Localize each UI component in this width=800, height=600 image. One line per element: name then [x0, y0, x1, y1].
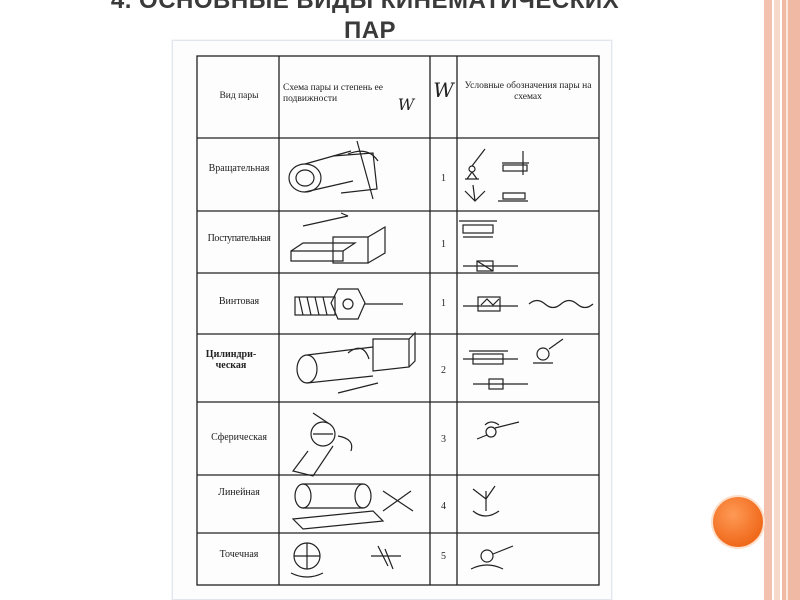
slide-title: 4. ОСНОВНЫЕ ВИДЫ КИНЕМАТИЧЕСКИХ ПАР: [0, 0, 730, 46]
scheme-drawings: [288, 140, 594, 578]
point-scheme-drawing: [290, 542, 401, 578]
cylindrical-scheme-drawing: [296, 331, 416, 394]
row-w-cylindrical: 2: [441, 365, 446, 376]
spherical-scheme-drawing: [291, 412, 353, 477]
row-w-revolute: 1: [441, 173, 446, 184]
cylindrical-symbol-drawing: [463, 338, 564, 390]
prismatic-symbol-drawing: [459, 220, 518, 272]
row-w-spherical: 3: [441, 434, 446, 445]
revolute-scheme-drawing: [288, 140, 379, 200]
linear-symbol-drawing: [472, 485, 500, 517]
row-w-screw: 1: [441, 298, 446, 309]
row-kind-revolute: Вращательная: [208, 163, 270, 174]
decor-stripe: [786, 0, 788, 600]
table-grid: [196, 55, 600, 586]
row-kind-linear: Линейная: [218, 487, 260, 498]
decor-stripe: [782, 0, 800, 600]
screw-symbol-drawing: [463, 296, 594, 312]
decor-stripe: [774, 0, 780, 600]
header-scheme: Схема пары и степень ее подвижности: [283, 83, 383, 104]
header-symbols: Условные обозначения пары на схемах: [464, 81, 592, 102]
point-symbol-drawing: [470, 545, 514, 570]
row-kind-screw: Винтовая: [218, 296, 260, 307]
row-w-prismatic: 1: [441, 239, 446, 250]
decor-stripe: [764, 0, 772, 600]
row-kind-spherical: Сферическая: [211, 432, 267, 443]
row-kind-point: Точечная: [219, 549, 259, 560]
kinematic-pairs-table: Вид пары Схема пары и степень ее подвижн…: [172, 40, 612, 600]
row-kind-prismatic: Поступательная: [207, 233, 271, 244]
prismatic-scheme-drawing: [290, 212, 386, 264]
row-kind-cylindrical: Цилиндри-ческая: [205, 349, 257, 371]
row-w-linear: 4: [441, 501, 446, 512]
header-scheme-w: W: [397, 95, 415, 114]
spherical-symbol-drawing: [476, 421, 520, 440]
header-w: W: [433, 78, 454, 102]
revolute-symbol-drawing: [464, 148, 529, 202]
row-w-point: 5: [441, 551, 446, 562]
linear-scheme-drawing: [291, 483, 414, 530]
slide-title-line2: ПАР: [343, 17, 397, 44]
decor-orange-circle: [713, 497, 763, 547]
slide-title-line1: 4. ОСНОВНЫЕ ВИДЫ КИНЕМАТИЧЕСКИХ: [110, 0, 620, 14]
header-kind: Вид пары: [219, 91, 259, 101]
screw-scheme-drawing: [294, 288, 403, 320]
